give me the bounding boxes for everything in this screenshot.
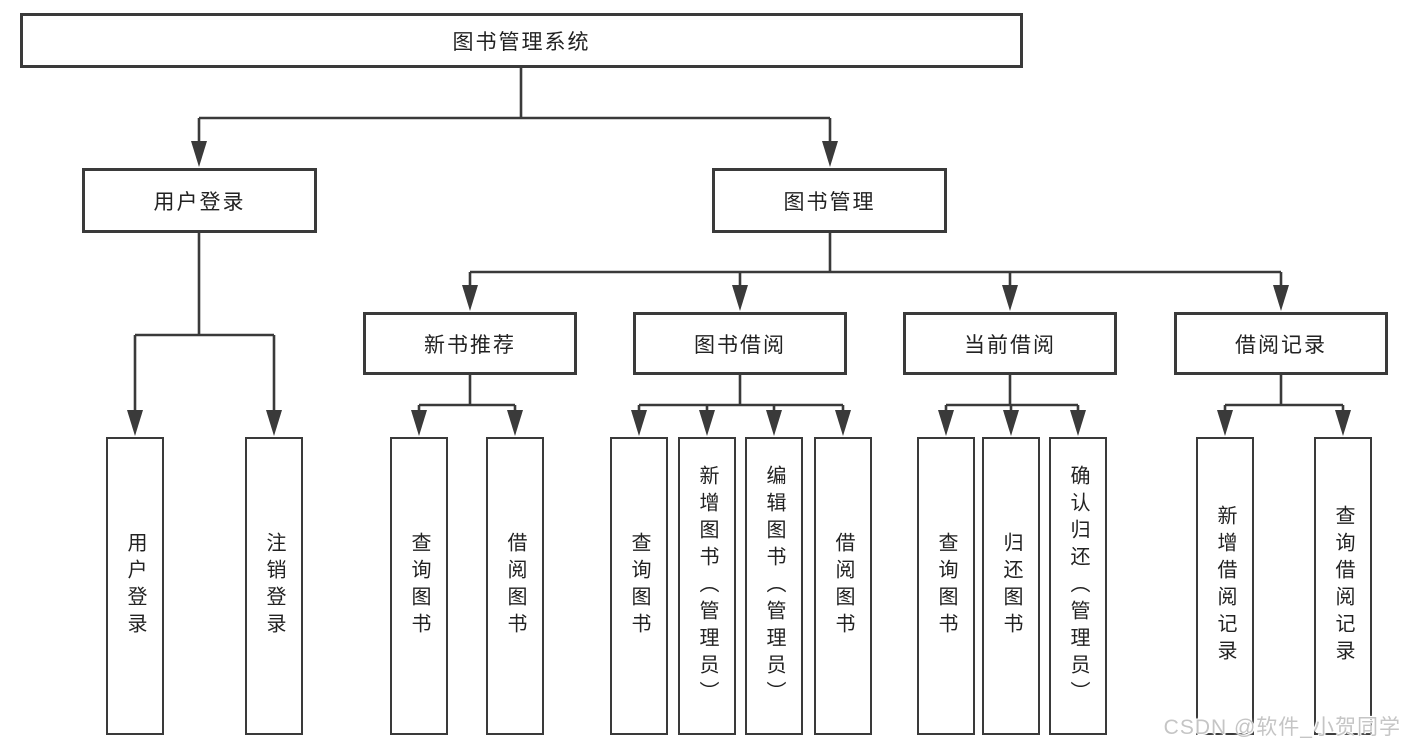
node-new-book-recommendation: 新书推荐 xyxy=(363,312,577,375)
leaf-query-books-3: 查询图书 xyxy=(917,437,975,735)
leaf-query-books-2: 查询图书 xyxy=(610,437,668,735)
leaf-label: 编辑图书（管理员） xyxy=(763,464,785,708)
node-label: 用户登录 xyxy=(153,190,246,214)
leaf-label: 新增图书（管理员） xyxy=(696,464,718,708)
node-label: 图书管理 xyxy=(783,190,876,214)
leaf-label: 借阅图书 xyxy=(832,532,854,640)
leaf-borrow-books-2: 借阅图书 xyxy=(814,437,872,735)
leaf-edit-books-admin: 编辑图书（管理员） xyxy=(745,437,803,735)
leaf-label: 查询借阅记录 xyxy=(1332,505,1354,667)
node-label: 新书推荐 xyxy=(424,333,516,357)
leaf-add-books-admin: 新增图书（管理员） xyxy=(678,437,736,735)
leaf-label: 归还图书 xyxy=(1000,532,1022,640)
leaf-confirm-return-admin: 确认归还（管理员） xyxy=(1049,437,1107,735)
node-borrowing-records: 借阅记录 xyxy=(1174,312,1388,375)
leaf-label: 新增借阅记录 xyxy=(1214,505,1236,667)
leaf-label: 确认归还（管理员） xyxy=(1067,464,1089,708)
node-library-management-system: 图书管理系统 xyxy=(20,13,1023,68)
node-label: 借阅记录 xyxy=(1235,333,1327,357)
leaf-query-books-1: 查询图书 xyxy=(390,437,448,735)
leaf-borrow-books-1: 借阅图书 xyxy=(486,437,544,735)
leaf-label: 查询图书 xyxy=(935,532,957,640)
csdn-watermark: CSDN @软件_小贺同学 xyxy=(1163,716,1401,739)
node-user-login: 用户登录 xyxy=(82,168,317,233)
leaf-query-borrow-record: 查询借阅记录 xyxy=(1314,437,1372,735)
node-book-borrowing: 图书借阅 xyxy=(633,312,847,375)
leaf-label: 用户登录 xyxy=(124,532,146,640)
leaf-user-login: 用户登录 xyxy=(106,437,164,735)
leaf-label: 查询图书 xyxy=(408,532,430,640)
leaf-add-borrow-record: 新增借阅记录 xyxy=(1196,437,1254,735)
node-current-borrowing: 当前借阅 xyxy=(903,312,1117,375)
node-book-management: 图书管理 xyxy=(712,168,947,233)
node-label: 图书借阅 xyxy=(694,333,786,357)
node-label: 当前借阅 xyxy=(964,333,1056,357)
node-label: 图书管理系统 xyxy=(452,30,591,54)
leaf-label: 借阅图书 xyxy=(504,532,526,640)
leaf-label: 注销登录 xyxy=(263,532,285,640)
leaf-label: 查询图书 xyxy=(628,532,650,640)
leaf-logout: 注销登录 xyxy=(245,437,303,735)
leaf-return-books: 归还图书 xyxy=(982,437,1040,735)
